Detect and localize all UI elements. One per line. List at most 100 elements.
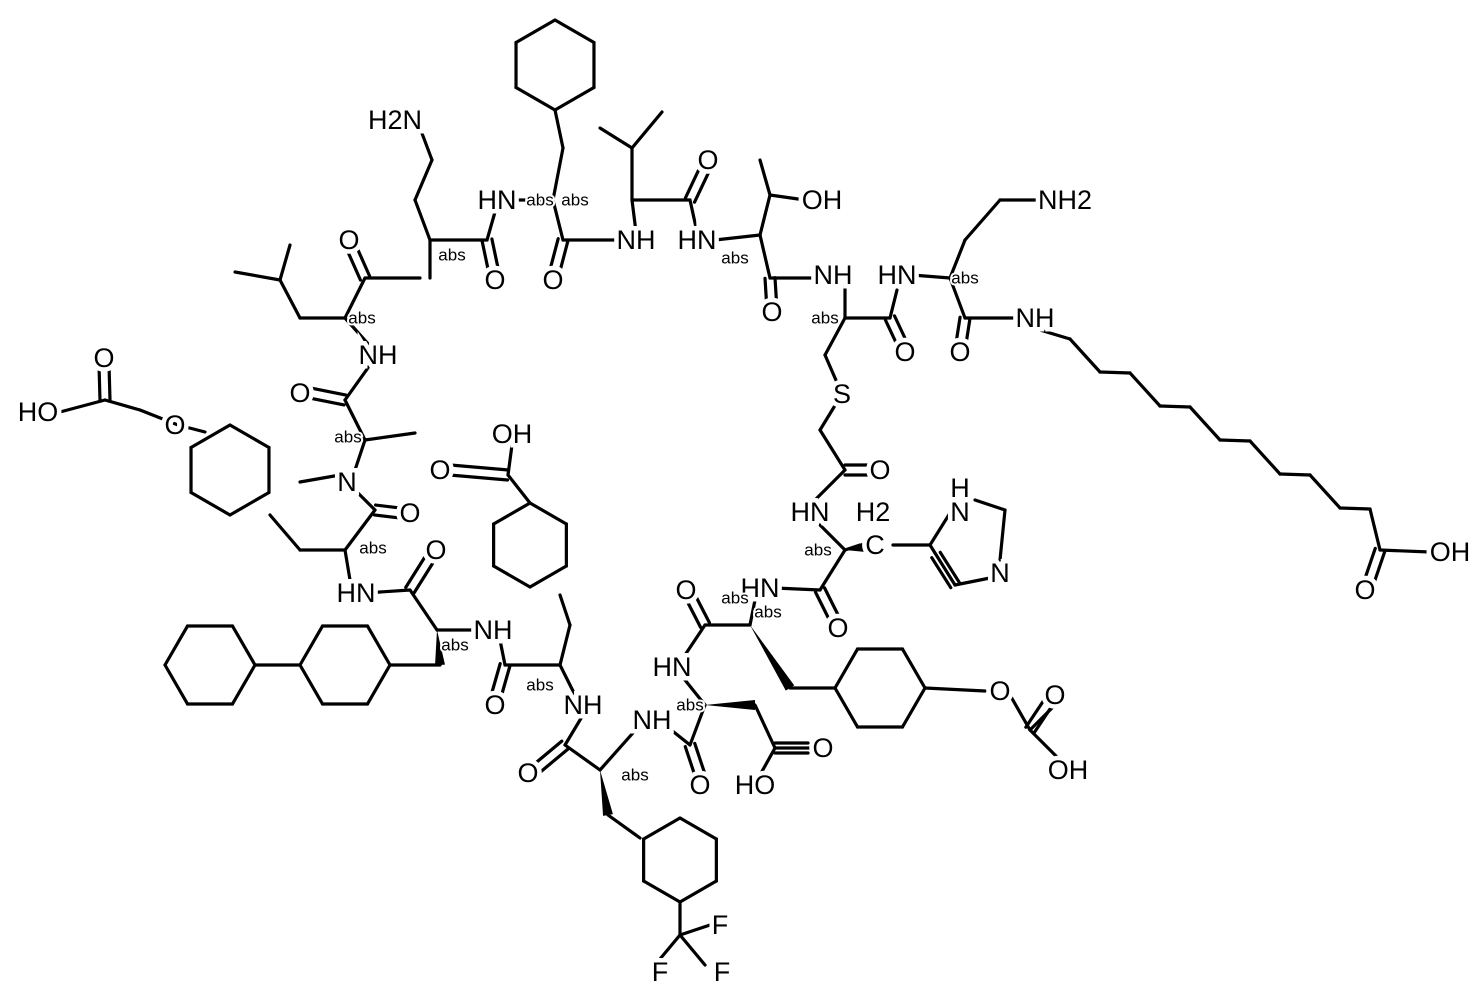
double-bond <box>376 505 401 508</box>
bond <box>235 272 280 280</box>
bond <box>775 588 820 590</box>
atom-label: N <box>990 558 1010 588</box>
cyclohexyl-bond <box>555 88 594 111</box>
bonds <box>60 20 1430 965</box>
phenyl-bond <box>903 688 926 727</box>
bond <box>925 688 985 691</box>
phenyl-bond <box>903 649 926 688</box>
atom-label: O <box>675 575 696 605</box>
phenyl-bond <box>680 881 716 902</box>
bond <box>1190 407 1220 440</box>
bond <box>912 275 950 278</box>
atom-label: F <box>652 957 669 987</box>
atom-label: NH <box>359 340 398 370</box>
stereo-abs-label: abs <box>676 696 703 715</box>
cyclohexyl-bond <box>516 88 555 111</box>
atom-label: O <box>827 613 848 643</box>
atom-label: NH <box>617 225 656 255</box>
wedge-bond <box>750 625 794 691</box>
bond <box>1000 510 1005 560</box>
bond <box>632 112 662 148</box>
atom-label: H <box>950 473 970 503</box>
bond <box>975 500 1005 510</box>
phenyl-bond <box>835 649 858 688</box>
bond <box>560 625 570 665</box>
bond <box>560 595 570 625</box>
bond <box>1340 508 1370 509</box>
phenyl-bond <box>230 493 269 516</box>
stereo-abs-label: abs <box>526 191 553 210</box>
bond <box>600 128 632 148</box>
phenyl-bond <box>191 493 230 516</box>
atom-label: O <box>289 378 310 408</box>
atom-label: NH <box>633 705 672 735</box>
atom-label: H2 <box>856 497 891 527</box>
bond <box>555 110 563 148</box>
bond <box>300 475 340 482</box>
wedge-bond <box>600 770 613 816</box>
double-bond <box>311 388 346 395</box>
atom-label: O <box>989 676 1010 706</box>
atom-label: HN <box>791 497 830 527</box>
bond <box>508 475 530 503</box>
biphenyl-bond <box>233 626 256 665</box>
bond <box>1380 550 1430 552</box>
atom-label: O <box>399 498 420 528</box>
biphenyl-bond <box>233 665 256 704</box>
biphenyl-bond <box>300 626 323 665</box>
bond <box>565 745 600 770</box>
phenyl-bond <box>494 503 530 524</box>
phenyl-bond <box>644 818 680 839</box>
phenyl-bond <box>494 566 530 587</box>
atom-label: HN <box>678 225 717 255</box>
bond <box>965 200 1000 240</box>
atom-label: NH <box>474 615 513 645</box>
bond <box>1280 474 1310 475</box>
phenyl-bond <box>530 566 566 587</box>
atom-label: O <box>689 770 710 800</box>
bond <box>280 280 300 318</box>
bond <box>770 195 805 200</box>
bond <box>60 400 105 412</box>
stereo-abs-label: abs <box>441 636 468 655</box>
atom-label: O <box>542 265 563 295</box>
phenyl-bond <box>230 425 269 448</box>
biphenyl-bond <box>300 665 323 704</box>
bond <box>1220 440 1250 441</box>
atom-label: HN <box>653 652 692 682</box>
bond <box>1310 475 1340 508</box>
bond <box>760 235 770 278</box>
stereo-abs-label: abs <box>526 676 553 695</box>
atom-label: OH <box>492 419 533 449</box>
atom-label: OH <box>1048 755 1089 785</box>
atom-label: O <box>429 455 450 485</box>
bond <box>890 290 897 318</box>
bond <box>820 430 845 470</box>
stereo-abs-label: abs <box>754 603 781 622</box>
atom-label: F <box>714 957 731 987</box>
atom-label: HN <box>478 185 517 215</box>
bond <box>1130 373 1160 406</box>
bond <box>105 400 140 410</box>
atom-label: NH2 <box>1038 185 1092 215</box>
atom-label: N <box>337 467 357 497</box>
stereo-abs-label: abs <box>348 309 375 328</box>
atom-label: NH <box>814 260 853 290</box>
atom-label: O <box>484 690 505 720</box>
biphenyl-bond <box>165 626 188 665</box>
atom-label: NH <box>1016 303 1055 333</box>
phenyl-bond <box>680 818 716 839</box>
bond <box>1370 509 1380 550</box>
bond <box>280 245 290 280</box>
atom-label: HO <box>18 397 59 427</box>
atom-label: F <box>712 910 729 940</box>
bond <box>715 235 760 240</box>
bond <box>815 470 845 500</box>
atom-label: NH <box>564 690 603 720</box>
atom-label: HN <box>337 578 376 608</box>
bond <box>755 705 775 748</box>
atom-label: O <box>894 337 915 367</box>
atom-label: O <box>697 145 718 175</box>
